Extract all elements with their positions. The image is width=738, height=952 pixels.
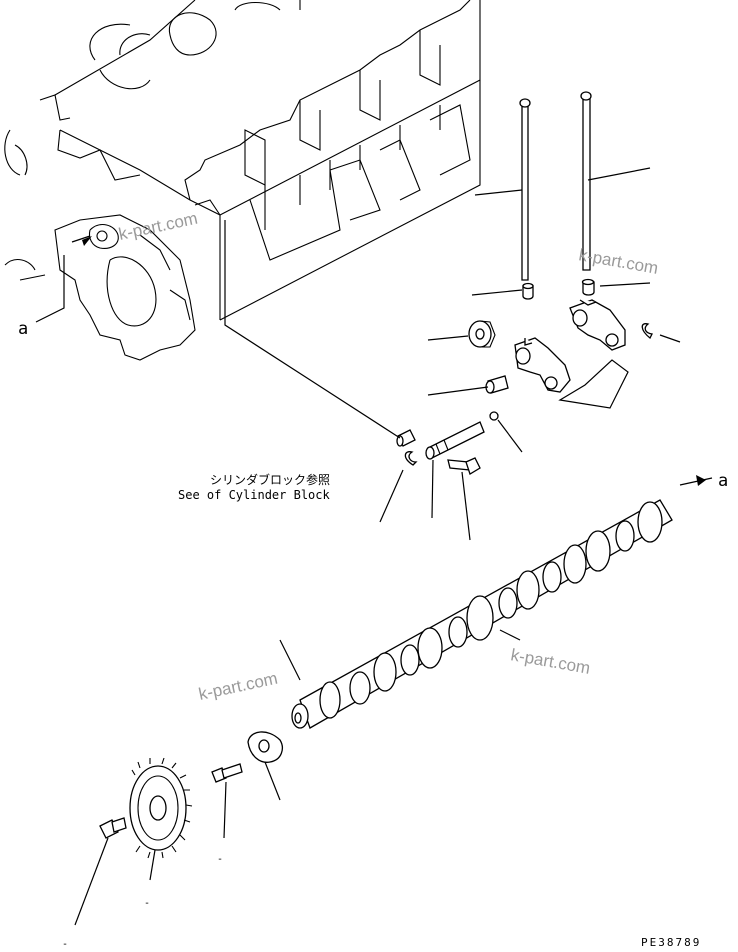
dowel-pin bbox=[396, 429, 416, 447]
lever-assembly bbox=[514, 299, 626, 393]
arrow-right-icon bbox=[696, 475, 706, 486]
minor-mark: - bbox=[62, 939, 68, 950]
push-rods bbox=[519, 91, 592, 281]
tappet-caps bbox=[522, 278, 595, 300]
ball bbox=[489, 411, 499, 421]
minor-mark: - bbox=[217, 854, 223, 865]
arrow-left-icon bbox=[82, 236, 92, 246]
gear-bolt bbox=[99, 817, 127, 839]
cylinder-block bbox=[4, 0, 481, 361]
reference-note-japanese: シリンダブロック参照 bbox=[210, 472, 330, 487]
minor-mark: - bbox=[144, 898, 150, 909]
callout-a-right: a bbox=[718, 471, 728, 491]
watermark: k-part.com bbox=[197, 669, 279, 704]
snap-ring-lower bbox=[404, 451, 418, 466]
lever-shaft bbox=[425, 421, 485, 460]
spacer-ring bbox=[468, 320, 496, 348]
thrust-plate bbox=[247, 731, 283, 763]
cam-gear bbox=[129, 757, 193, 859]
camshaft bbox=[291, 499, 673, 729]
drawing-number: PE38789 bbox=[641, 936, 701, 949]
reference-note-english: See of Cylinder Block bbox=[178, 488, 330, 502]
watermark: k-part.com bbox=[577, 245, 659, 278]
leader-lines bbox=[35, 167, 713, 926]
thrust-plate-bolt bbox=[211, 763, 243, 783]
snap-ring-upper bbox=[641, 323, 653, 340]
callout-a-left: a bbox=[18, 319, 28, 339]
watermark: k-part.com bbox=[509, 645, 591, 678]
bushing bbox=[485, 375, 509, 394]
lever-bolt bbox=[447, 457, 481, 475]
